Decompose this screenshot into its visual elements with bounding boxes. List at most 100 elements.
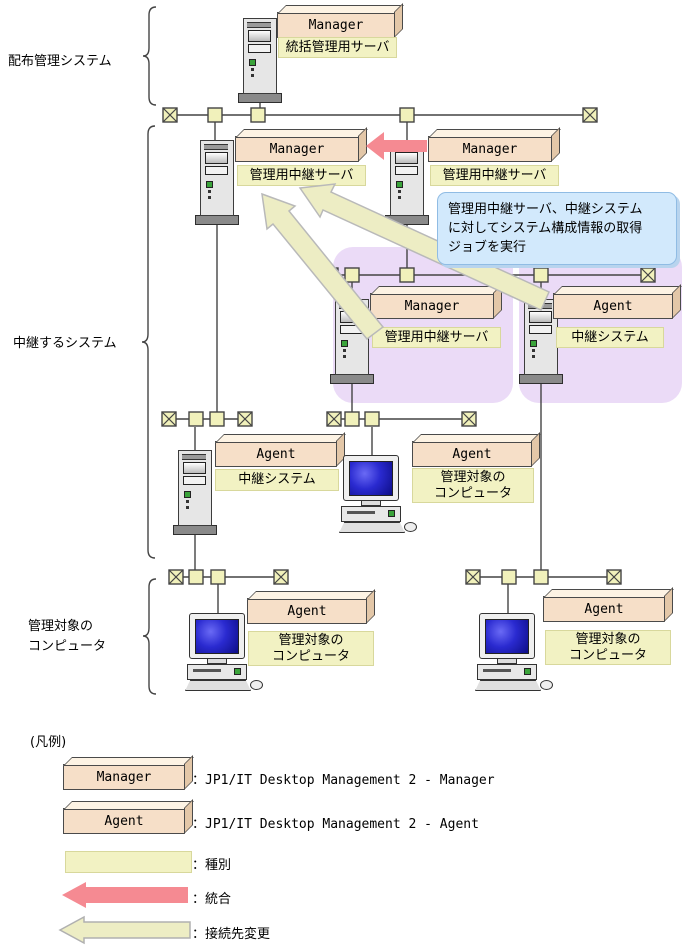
server-base bbox=[173, 525, 217, 535]
product-box-managed-bottom-right: Agent bbox=[543, 596, 665, 622]
legend-type-swatch bbox=[65, 851, 192, 873]
product-box-label: Manager bbox=[269, 141, 325, 157]
system-unit bbox=[477, 664, 537, 680]
bus-terminator-icon bbox=[273, 569, 289, 585]
job-callout-note: 管理用中継サーバ、中継システム に対してシステム構成情報の取得 ジョブを実行 bbox=[437, 192, 677, 265]
brace-managed bbox=[142, 578, 157, 695]
product-box-relay-system-lower: Agent bbox=[215, 441, 337, 467]
legend-type-desc: ：種別 bbox=[192, 858, 232, 873]
server-icon-relay-manager-mid bbox=[330, 299, 374, 384]
product-box-label: Agent bbox=[452, 446, 492, 462]
keyboard bbox=[339, 522, 405, 533]
keyboard bbox=[185, 680, 251, 691]
type-tag-relay-manager-top-right: 管理用中継サーバ bbox=[430, 165, 559, 186]
mouse bbox=[250, 680, 263, 690]
legend-manager-desc: ：JP1/IT Desktop Management 2 - Manager bbox=[192, 773, 495, 788]
legend-reconnect-desc: ：接続先変更 bbox=[192, 927, 271, 942]
mouse bbox=[404, 522, 417, 532]
bus-tap-icon bbox=[209, 411, 225, 427]
type-tag-relay-system-lower: 中継システム bbox=[215, 469, 339, 491]
type-tag-relay-manager-mid: 管理用中継サーバ bbox=[372, 327, 501, 348]
server-tower bbox=[178, 450, 212, 526]
server-tower bbox=[335, 299, 369, 375]
bus-terminator-icon bbox=[461, 411, 477, 427]
system-unit bbox=[187, 664, 247, 680]
product-box-label: Agent bbox=[287, 603, 327, 619]
server-icon-relay-system-mid bbox=[519, 299, 563, 384]
product-box-label: Manager bbox=[308, 17, 364, 33]
screen bbox=[485, 618, 529, 654]
product-box-integrated-manager: Manager bbox=[277, 12, 395, 38]
mouse bbox=[540, 680, 553, 690]
bus-tap-icon bbox=[188, 569, 204, 585]
legend-agent-box-label: Agent bbox=[104, 813, 144, 829]
bus-tap-icon bbox=[501, 569, 517, 585]
bus-terminator-icon bbox=[606, 569, 622, 585]
bus-tap-icon bbox=[188, 411, 204, 427]
product-box-label: Manager bbox=[462, 141, 518, 157]
product-box-label: Manager bbox=[404, 298, 460, 314]
bus-terminator-icon bbox=[162, 107, 178, 123]
bus-terminator-icon bbox=[161, 411, 177, 427]
server-base bbox=[385, 215, 429, 225]
bus-tap-icon bbox=[207, 107, 223, 123]
bus-tap-icon bbox=[364, 411, 380, 427]
type-tag-managed-bottom-left: 管理対象の コンピュータ bbox=[248, 631, 374, 666]
server-tower bbox=[390, 140, 424, 216]
type-tag-integrated-manager: 統括管理用サーバ bbox=[278, 37, 397, 58]
legend-agent-desc: ：JP1/IT Desktop Management 2 - Agent bbox=[192, 817, 479, 832]
server-icon-integrated-manager bbox=[238, 18, 282, 103]
section-label-relay: 中継するシステム bbox=[13, 336, 117, 351]
screen bbox=[349, 460, 393, 496]
server-icon-relay-manager-top-right bbox=[385, 140, 429, 225]
brace-relay bbox=[141, 125, 156, 559]
bus-terminator-icon bbox=[237, 411, 253, 427]
desktop-icon-managed-bottom-left bbox=[185, 613, 263, 691]
product-box-relay-manager-top-right: Manager bbox=[428, 136, 552, 162]
bus-tap-icon bbox=[210, 569, 226, 585]
type-tag-managed-bottom-right: 管理対象の コンピュータ bbox=[545, 630, 671, 665]
legend-reconnect-arrow bbox=[58, 915, 191, 945]
section-label-distribution: 配布管理システム bbox=[8, 54, 112, 69]
type-tag-relay-manager-top-left: 管理用中継サーバ bbox=[237, 165, 366, 186]
product-box-label: Agent bbox=[256, 446, 296, 462]
screen bbox=[195, 618, 239, 654]
section-braces bbox=[141, 6, 157, 695]
monitor bbox=[189, 613, 245, 659]
server-base bbox=[238, 93, 282, 103]
bus-terminator-icon bbox=[465, 569, 481, 585]
bus-terminator-icon bbox=[326, 411, 342, 427]
bus-tap-icon bbox=[533, 569, 549, 585]
server-base bbox=[330, 374, 374, 384]
server-tower bbox=[243, 18, 277, 94]
desktop-icon-managed-bottom-right bbox=[475, 613, 553, 691]
product-box-relay-system-mid: Agent bbox=[553, 293, 673, 319]
type-tag-relay-system-mid: 中継システム bbox=[556, 327, 664, 348]
brace-distribution bbox=[142, 6, 157, 106]
server-base bbox=[195, 215, 239, 225]
legend-title: (凡例) bbox=[30, 735, 67, 750]
monitor bbox=[343, 455, 399, 501]
type-tag-managed-mid: 管理対象の コンピュータ bbox=[412, 468, 534, 503]
bus-terminator-icon bbox=[582, 107, 598, 123]
legend-agent-box: Agent bbox=[63, 808, 185, 834]
legend-manager-box-label: Manager bbox=[96, 769, 152, 785]
product-box-label: Agent bbox=[593, 298, 633, 314]
server-icon-relay-manager-top-left bbox=[195, 140, 239, 225]
keyboard bbox=[475, 680, 541, 691]
monitor bbox=[479, 613, 535, 659]
bus-tap-icon bbox=[399, 107, 415, 123]
bus-tap-icon bbox=[250, 107, 266, 123]
server-tower bbox=[200, 140, 234, 216]
legend-manager-box: Manager bbox=[63, 764, 185, 790]
legend-integration-arrow bbox=[62, 882, 188, 908]
bus-tap-icon bbox=[344, 411, 360, 427]
legend-integration-desc: ：統合 bbox=[192, 892, 232, 907]
system-unit bbox=[341, 506, 401, 522]
product-box-managed-bottom-left: Agent bbox=[247, 598, 367, 624]
product-box-relay-manager-mid: Manager bbox=[370, 293, 494, 319]
server-base bbox=[519, 374, 563, 384]
desktop-icon-managed-mid bbox=[339, 455, 417, 533]
product-box-relay-manager-top-left: Manager bbox=[235, 136, 359, 162]
